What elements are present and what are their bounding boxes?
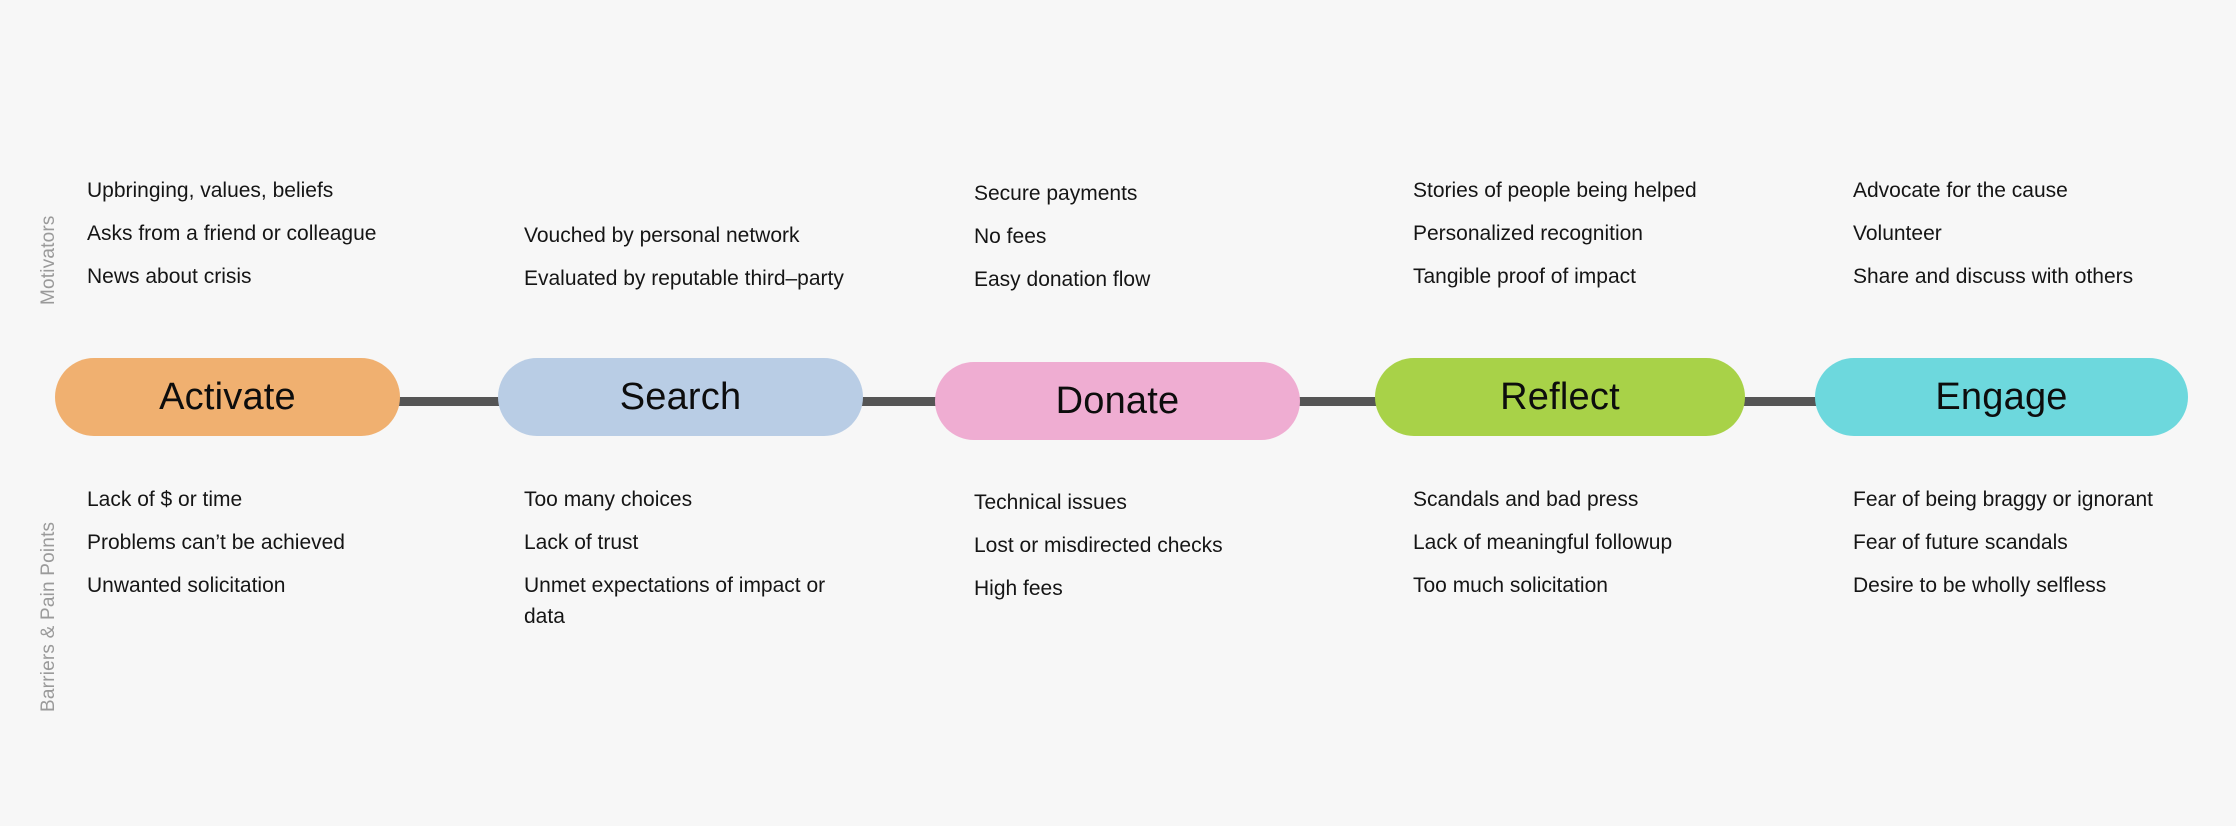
barriers-engage: Fear of being braggy or ignorant Fear of… [1853, 484, 2236, 601]
barriers-activate: Lack of $ or time Problems can’t be achi… [87, 484, 487, 601]
motivator-item: No fees [974, 225, 1047, 248]
motivator-item: Easy donation flow [974, 268, 1151, 291]
motivator-item: Personalized recognition [1413, 222, 1643, 245]
barrier-item: Desire to be wholly selfless [1853, 574, 2107, 597]
barrier-item: Fear of future scandals [1853, 531, 2068, 554]
barriers-reflect: Scandals and bad press Lack of meaningfu… [1413, 484, 1833, 601]
stage-pill-search[interactable]: Search [498, 358, 863, 436]
barrier-item: Scandals and bad press [1413, 488, 1639, 511]
motivator-item: Asks from a friend or colleague [87, 222, 377, 245]
barrier-item: Lack of meaningful followup [1413, 531, 1673, 554]
motivators-reflect: Stories of people being helped Personali… [1413, 175, 1843, 292]
stage-pill-label: Activate [159, 376, 296, 418]
barrier-item: Too much solicitation [1413, 574, 1608, 597]
motivator-item: News about crisis [87, 265, 252, 288]
stage-activate: Upbringing, values, beliefs Asks from a … [55, 0, 400, 826]
motivator-item: Evaluated by reputable third–party [524, 267, 844, 290]
barrier-item: Lack of trust [524, 531, 639, 554]
barrier-item: Lack of $ or time [87, 488, 243, 511]
barrier-item: Unwanted solicitation [87, 574, 286, 597]
stage-pill-label: Reflect [1500, 376, 1620, 418]
stage-reflect: Stories of people being helped Personali… [1375, 0, 1745, 826]
motivator-item: Secure payments [974, 182, 1138, 205]
stage-pill-reflect[interactable]: Reflect [1375, 358, 1745, 436]
connector-reflect-engage [1690, 397, 1830, 406]
barrier-item: High fees [974, 577, 1063, 600]
stage-pill-label: Search [619, 376, 742, 418]
motivators-activate: Upbringing, values, beliefs Asks from a … [87, 175, 487, 292]
stage-pill-engage[interactable]: Engage [1815, 358, 2188, 436]
stage-pill-label: Donate [1055, 380, 1180, 422]
motivator-item: Tangible proof of impact [1413, 265, 1636, 288]
barriers-search: Too many choices Lack of trust Unmet exp… [524, 484, 904, 632]
stage-engage: Advocate for the cause Volunteer Share a… [1815, 0, 2188, 826]
motivators-engage: Advocate for the cause Volunteer Share a… [1853, 175, 2236, 292]
motivators-donate: Secure payments No fees Easy donation fl… [974, 178, 1394, 295]
motivator-item: Volunteer [1853, 222, 1942, 245]
stage-pill-donate[interactable]: Donate [935, 362, 1300, 440]
barriers-donate: Technical issues Lost or misdirected che… [974, 487, 1374, 604]
barrier-item: Lost or misdirected checks [974, 534, 1223, 557]
barrier-item: Unmet expectations of impact or data [524, 574, 826, 628]
stage-pill-label: Engage [1935, 376, 2068, 418]
barrier-item: Problems can’t be achieved [87, 531, 345, 554]
stage-pill-activate[interactable]: Activate [55, 358, 400, 436]
stage-search: Vouched by personal network Evaluated by… [498, 0, 863, 826]
motivator-item: Advocate for the cause [1853, 179, 2068, 202]
connector-donate-reflect [1270, 397, 1400, 406]
motivator-item: Share and discuss with others [1853, 265, 2134, 288]
stage-donate: Secure payments No fees Easy donation fl… [935, 0, 1300, 826]
connector-search-donate [850, 397, 970, 406]
motivators-search: Vouched by personal network Evaluated by… [524, 220, 944, 294]
motivator-item: Vouched by personal network [524, 224, 800, 247]
motivator-item: Stories of people being helped [1413, 179, 1697, 202]
motivator-item: Upbringing, values, beliefs [87, 179, 334, 202]
barrier-item: Fear of being braggy or ignorant [1853, 488, 2154, 511]
barrier-item: Too many choices [524, 488, 693, 511]
barrier-item: Technical issues [974, 491, 1127, 514]
